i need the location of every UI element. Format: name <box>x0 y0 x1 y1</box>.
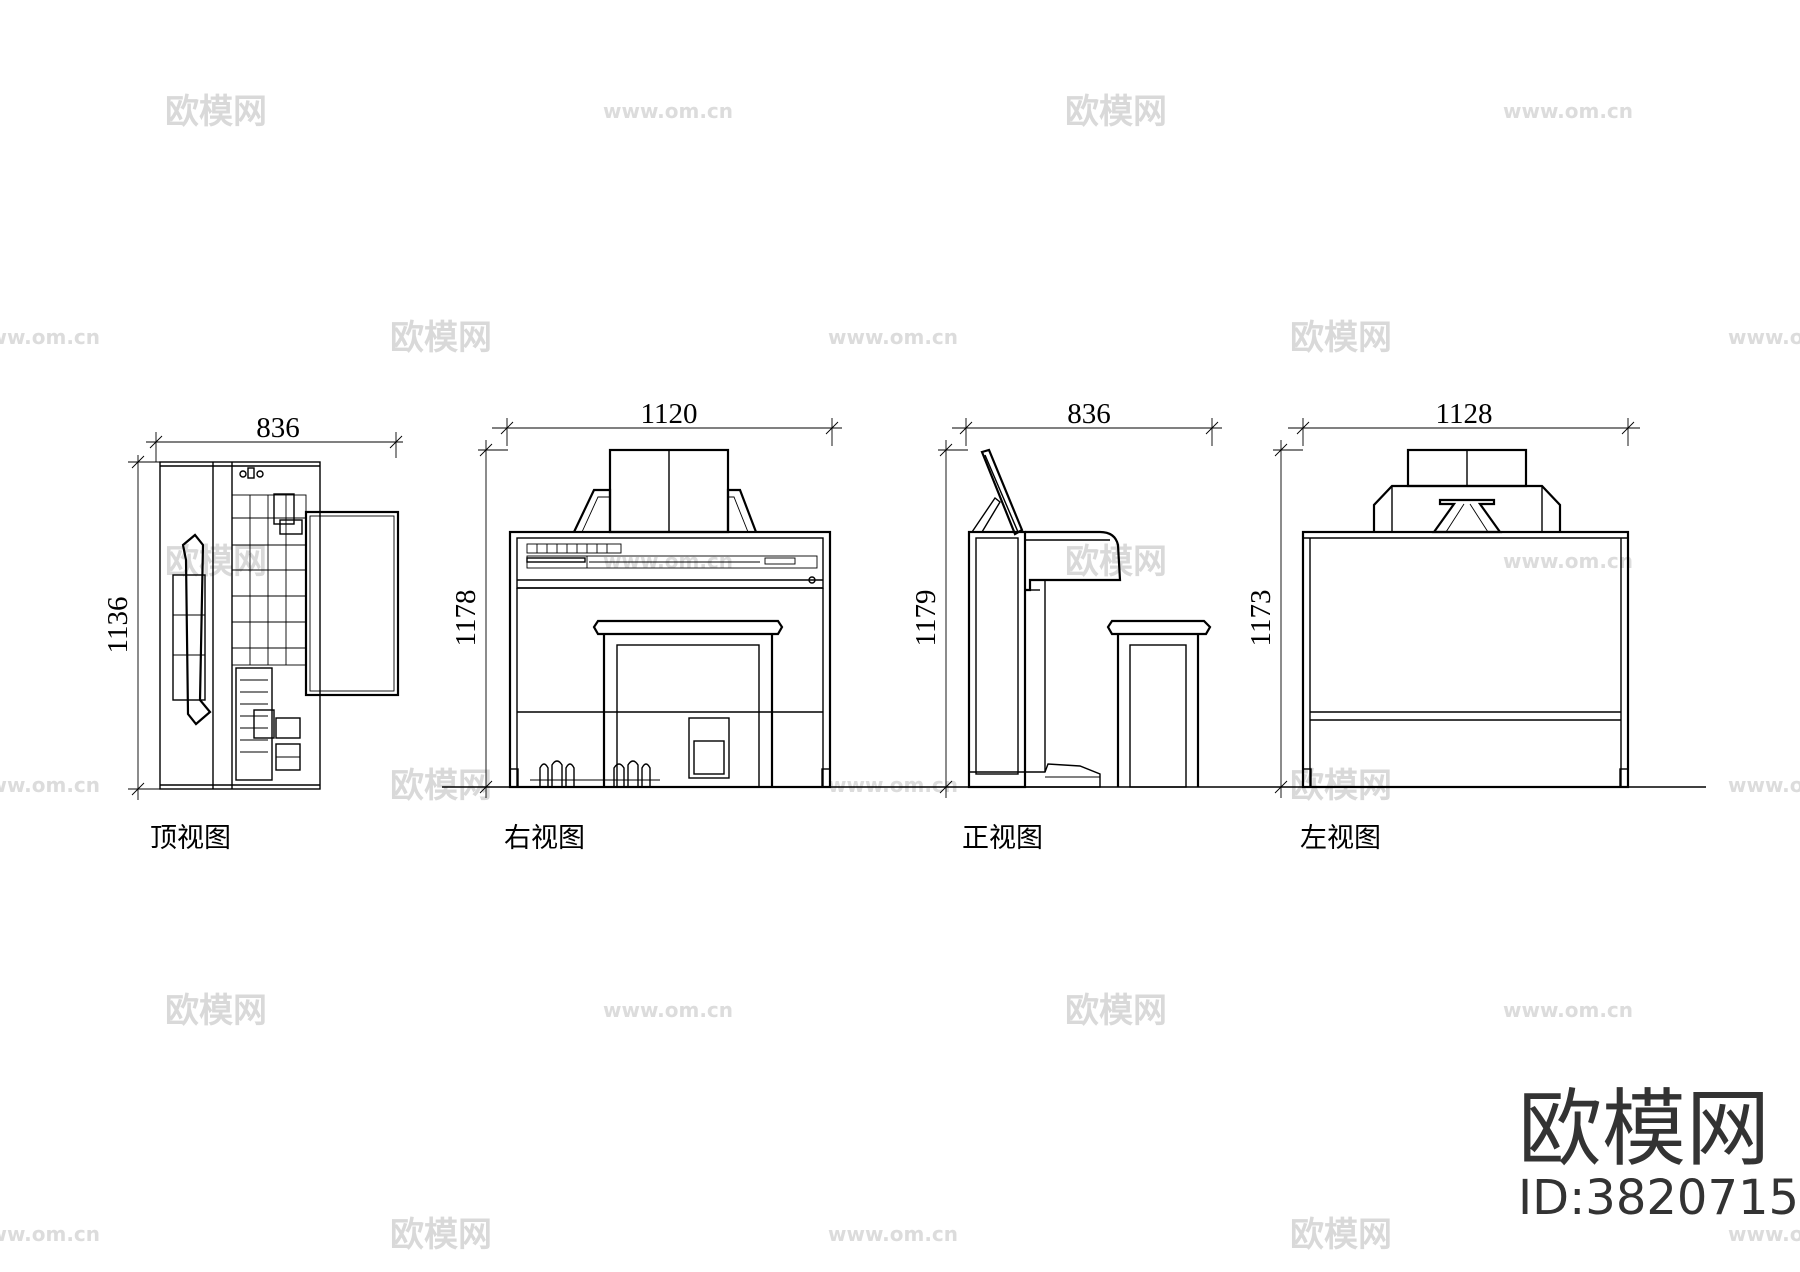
watermark-url: www.om.cn <box>1503 549 1633 573</box>
watermark-logo: 欧模网 <box>1065 92 1167 132</box>
watermark-url: www.om.cn <box>1503 998 1633 1022</box>
top-view: 836 1136 <box>102 412 403 854</box>
watermark-url: www.om.cn <box>828 773 958 797</box>
watermark-logo: 欧模网 <box>1290 318 1392 358</box>
watermark-url: www.om.cn <box>828 1222 958 1246</box>
front-view-music-stand <box>971 448 1024 536</box>
brand-id: ID:3820715 <box>1518 1170 1799 1226</box>
watermark-url: www.om.cn <box>1503 99 1633 123</box>
top-view-caption: 顶视图 <box>150 823 231 854</box>
top-view-control-panel <box>235 467 301 781</box>
brand-block: 欧模网 ID:3820715 <box>1518 1080 1799 1226</box>
front-view-height-label: 1179 <box>910 590 942 647</box>
watermark-url: www.om.cn <box>0 325 100 349</box>
left-view-caption: 左视图 <box>1300 823 1381 854</box>
watermark-logo: 欧模网 <box>1290 1215 1392 1255</box>
front-view-width-label: 836 <box>1067 398 1111 430</box>
brand-logo: 欧模网 <box>1518 1080 1770 1178</box>
top-view-music-stand <box>172 533 212 726</box>
right-view-caption: 右视图 <box>504 823 585 854</box>
right-view-music-stand <box>573 448 758 534</box>
left-view-music-stand <box>1372 448 1562 534</box>
left-view-height-dimension: 1173 <box>1245 440 1303 798</box>
watermark-url: www.om.cn <box>603 99 733 123</box>
watermark-logo: 欧模网 <box>390 1215 492 1255</box>
right-view-width-dimension: 1120 <box>492 398 842 446</box>
watermark-logo: 欧模网 <box>165 991 267 1031</box>
watermark-url: www.om.cn <box>1728 773 1800 797</box>
top-view-height-dimension: 1136 <box>102 455 160 800</box>
watermark-url: www.om.cn <box>0 773 100 797</box>
watermark-logo: 欧模网 <box>390 318 492 358</box>
front-view-bench <box>1106 619 1212 788</box>
watermark-url: www.om.cn <box>603 998 733 1022</box>
top-view-width-dimension: 836 <box>146 412 403 462</box>
watermark-url: www.om.cn <box>1728 325 1800 349</box>
left-view-width-label: 1128 <box>1436 398 1493 430</box>
watermark-logo: 欧模网 <box>165 92 267 132</box>
front-view-height-dimension: 1179 <box>910 440 968 798</box>
left-view-height-label: 1173 <box>1245 590 1277 647</box>
watermark-logo: 欧模网 <box>165 542 267 582</box>
watermark-logo: 欧模网 <box>390 766 492 806</box>
watermark-logo: 欧模网 <box>1065 542 1167 582</box>
front-view-caption: 正视图 <box>962 823 1043 854</box>
watermark-url: www.om.cn <box>0 1222 100 1246</box>
front-view-width-dimension: 836 <box>952 398 1222 446</box>
watermark-logo: 欧模网 <box>1065 991 1167 1031</box>
right-view-keyboard <box>526 543 818 584</box>
top-view-width-label: 836 <box>256 412 300 444</box>
watermark-url: www.om.cn <box>603 549 733 573</box>
right-view-pedals <box>530 760 660 787</box>
right-view-height-dimension: 1178 <box>450 440 508 798</box>
right-view-height-label: 1178 <box>450 590 482 647</box>
left-view: 1128 1173 左视图 <box>1245 398 1640 854</box>
right-view-width-label: 1120 <box>641 398 698 430</box>
right-view: 1120 1178 <box>450 398 842 854</box>
watermark-url: www.om.cn <box>828 325 958 349</box>
top-view-height-label: 1136 <box>102 597 134 654</box>
front-view: 836 1179 正视 <box>910 398 1222 854</box>
left-view-width-dimension: 1128 <box>1288 398 1640 446</box>
watermark-url: www.om.cn <box>1728 1222 1800 1246</box>
top-view-keyboard <box>231 493 307 666</box>
right-view-bench <box>592 619 784 788</box>
